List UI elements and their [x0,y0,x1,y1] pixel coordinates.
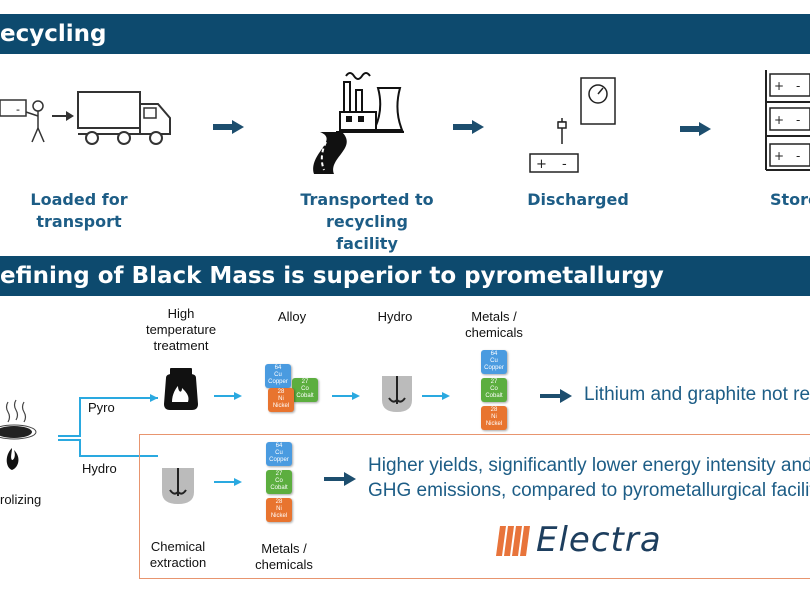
pyro-branch-label: Pyro [88,400,115,415]
mid-banner-title: efining of Black Mass is superior to pyr… [0,263,664,289]
svg-text:+: + [774,113,784,127]
flow-arrow-icon [422,392,450,400]
pyrolizing-icon [0,399,37,470]
stage-label-discharged: Discharged [527,190,629,209]
top-banner: ecycling [0,14,810,54]
arrow-right-icon [324,472,356,486]
flow-arrow-icon [214,392,242,400]
svg-text:-: - [16,103,20,116]
stage-label-loaded: Loaded for transport [30,190,128,231]
svg-text:+: + [774,79,784,93]
battery-minus-sign: - [562,157,567,172]
arrow-right-icon [453,120,484,134]
pyrolizing-label: rolizing [0,492,42,507]
top-banner-title: ecycling [0,21,107,47]
hydro-column-label: Hydro [377,309,413,324]
hydro-branch-label: Hydro [82,461,117,476]
chemical-reactor-icon [162,468,194,504]
electra-logo-text: Electra [536,520,662,560]
arrow-right-icon [680,122,711,136]
metals-top-label: Metals / chemicals [465,309,523,340]
metals-bottom-label: Metals / chemicals [255,541,313,572]
discharge-icon: + - [529,77,616,173]
svg-text:-: - [796,113,800,127]
svg-text:+: + [774,149,784,163]
hydro-result-line1: Higher yields, significantly lower energ… [368,455,810,476]
svg-text:-: - [796,79,800,93]
electra-logo-stripes [496,526,530,556]
chemical-extraction-label: Chemical extraction [149,539,207,570]
reactor-icon [382,376,412,412]
battery-plus-sign: + [536,157,547,172]
svg-text:-: - [796,149,800,163]
pyro-result-text: Lithium and graphite not rec [584,384,810,405]
alloy-label: Alloy [277,309,307,324]
arrow-right-icon [213,120,244,134]
recycling-facility-icon [313,72,404,174]
high-temp-label: High temperature treatment [145,306,217,353]
furnace-icon [164,368,198,410]
hydro-highlight-box [139,434,810,579]
storage-shelf-icon: + - + - + - [765,70,810,171]
loading-truck-icon: - [0,91,171,145]
mid-banner: efining of Black Mass is superior to pyr… [0,256,810,296]
flow-arrow-icon [214,478,242,486]
hydro-result-line2: GHG emissions, compared to pyrometallurg… [368,480,810,501]
stage-label-transported: Transported to recycling facility [300,190,434,253]
branch-connector [58,394,158,457]
flow-arrow-icon [332,392,360,400]
arrow-right-icon [540,389,572,403]
